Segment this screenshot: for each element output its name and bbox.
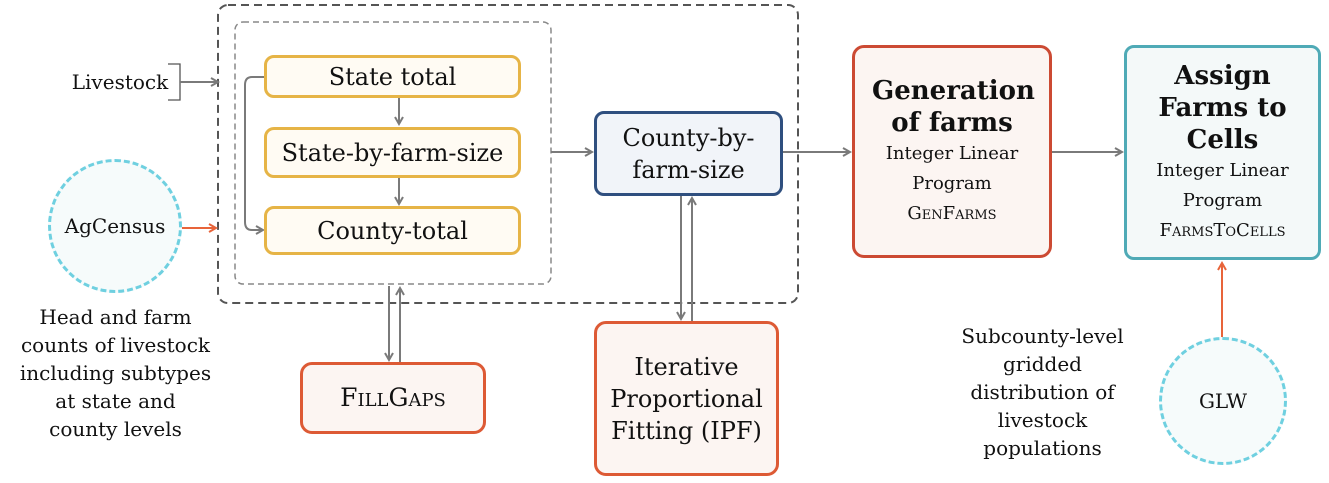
generation-line1: Integer Linear (885, 142, 1019, 164)
assign-box: Assign Farms to Cells Integer Linear Pro… (1124, 45, 1321, 260)
generation-line2: Program (912, 172, 992, 194)
generation-algorithm: GenFarms (907, 202, 997, 224)
arrow-state-to-county-bypass (244, 76, 264, 230)
livestock-label: Livestock (71, 70, 169, 94)
county-by-farm-size-label: County-by-farm-size (622, 123, 755, 184)
assign-line2: Program (1182, 189, 1263, 211)
county-total-box: County-total (264, 206, 521, 255)
glw-caption: Subcounty-level gridded distribution of … (961, 324, 1124, 460)
assign-title: Assign Farms to Cells (1158, 60, 1287, 155)
ipf-label: Iterative Proportional Fitting (IPF) (610, 352, 763, 445)
fillgaps-box: FillGaps (300, 362, 486, 434)
outer-dashed-container (217, 4, 799, 304)
ipf-box: Iterative Proportional Fitting (IPF) (594, 321, 779, 476)
agcensus-node: AgCensus (48, 159, 182, 293)
agcensus-caption: Head and farm counts of livestock includ… (19, 305, 212, 441)
state-total-label: State total (328, 62, 457, 91)
county-by-farm-size-box: County-by-farm-size (594, 111, 783, 196)
glw-node: GLW (1159, 337, 1287, 465)
state-total-box: State total (264, 55, 521, 98)
assign-algorithm: FarmsToCells (1159, 219, 1286, 241)
generation-title: Generation of farms (872, 75, 1035, 138)
assign-line1: Integer Linear (1156, 159, 1289, 181)
glw-label: GLW (1198, 389, 1248, 413)
agcensus-label: AgCensus (64, 214, 166, 238)
fillgaps-label: FillGaps (340, 383, 446, 412)
generation-box: Generation of farms Integer Linear Progr… (852, 45, 1052, 258)
state-by-farm-size-label: State-by-farm-size (281, 138, 504, 167)
county-total-label: County-total (317, 216, 468, 245)
state-by-farm-size-box: State-by-farm-size (264, 127, 521, 178)
